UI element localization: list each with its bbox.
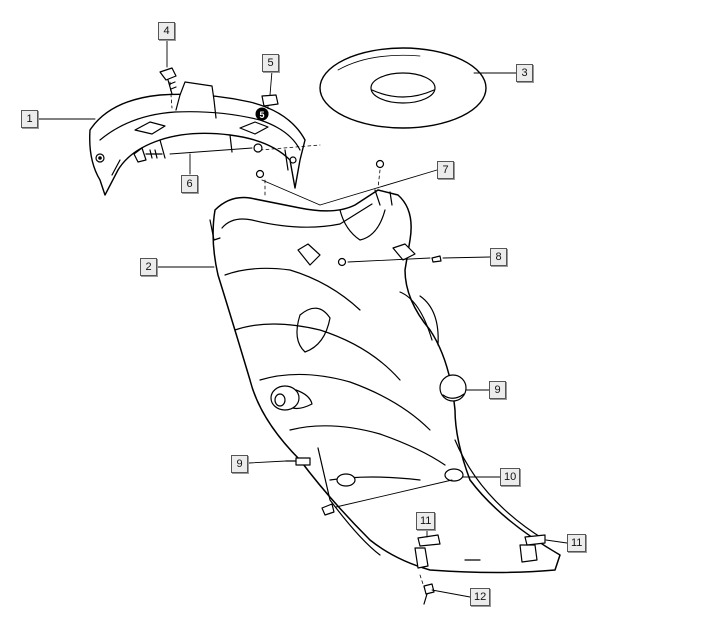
callout-9-right: 9	[489, 381, 506, 399]
grommet-right	[439, 374, 467, 402]
nut-part-5	[261, 94, 279, 107]
callout-9-left: 9	[231, 455, 248, 473]
screw-part-4	[159, 67, 177, 95]
callout-4: 4	[158, 22, 175, 40]
callout-8: 8	[490, 248, 507, 266]
screw-part-9	[285, 457, 311, 466]
callout-11-right: 11	[567, 534, 587, 552]
callout-1: 1	[21, 110, 38, 128]
callout-3: 3	[516, 64, 533, 82]
callout-2: 2	[140, 258, 157, 276]
svg-text:5: 5	[259, 110, 264, 120]
nut-part-11	[417, 534, 546, 547]
grommet-left	[270, 385, 313, 411]
callout-11-left: 11	[416, 512, 436, 530]
washer-disc-part	[319, 47, 487, 129]
marker-5: 5	[255, 107, 269, 121]
screw-part-10	[321, 503, 335, 516]
callout-10: 10	[500, 468, 521, 486]
inner-panel-part	[209, 189, 561, 574]
callout-7: 7	[437, 161, 454, 179]
screw-part-7	[255, 159, 385, 179]
clip-right	[444, 468, 464, 482]
screw-part-12	[423, 583, 435, 605]
screw-part-6	[133, 143, 263, 163]
callout-6: 6	[181, 175, 198, 193]
upper-bracket-part	[89, 81, 306, 196]
callout-5: 5	[262, 54, 279, 72]
clip-left	[336, 473, 356, 487]
callout-12: 12	[470, 588, 491, 606]
screw-part-8	[337, 255, 442, 267]
